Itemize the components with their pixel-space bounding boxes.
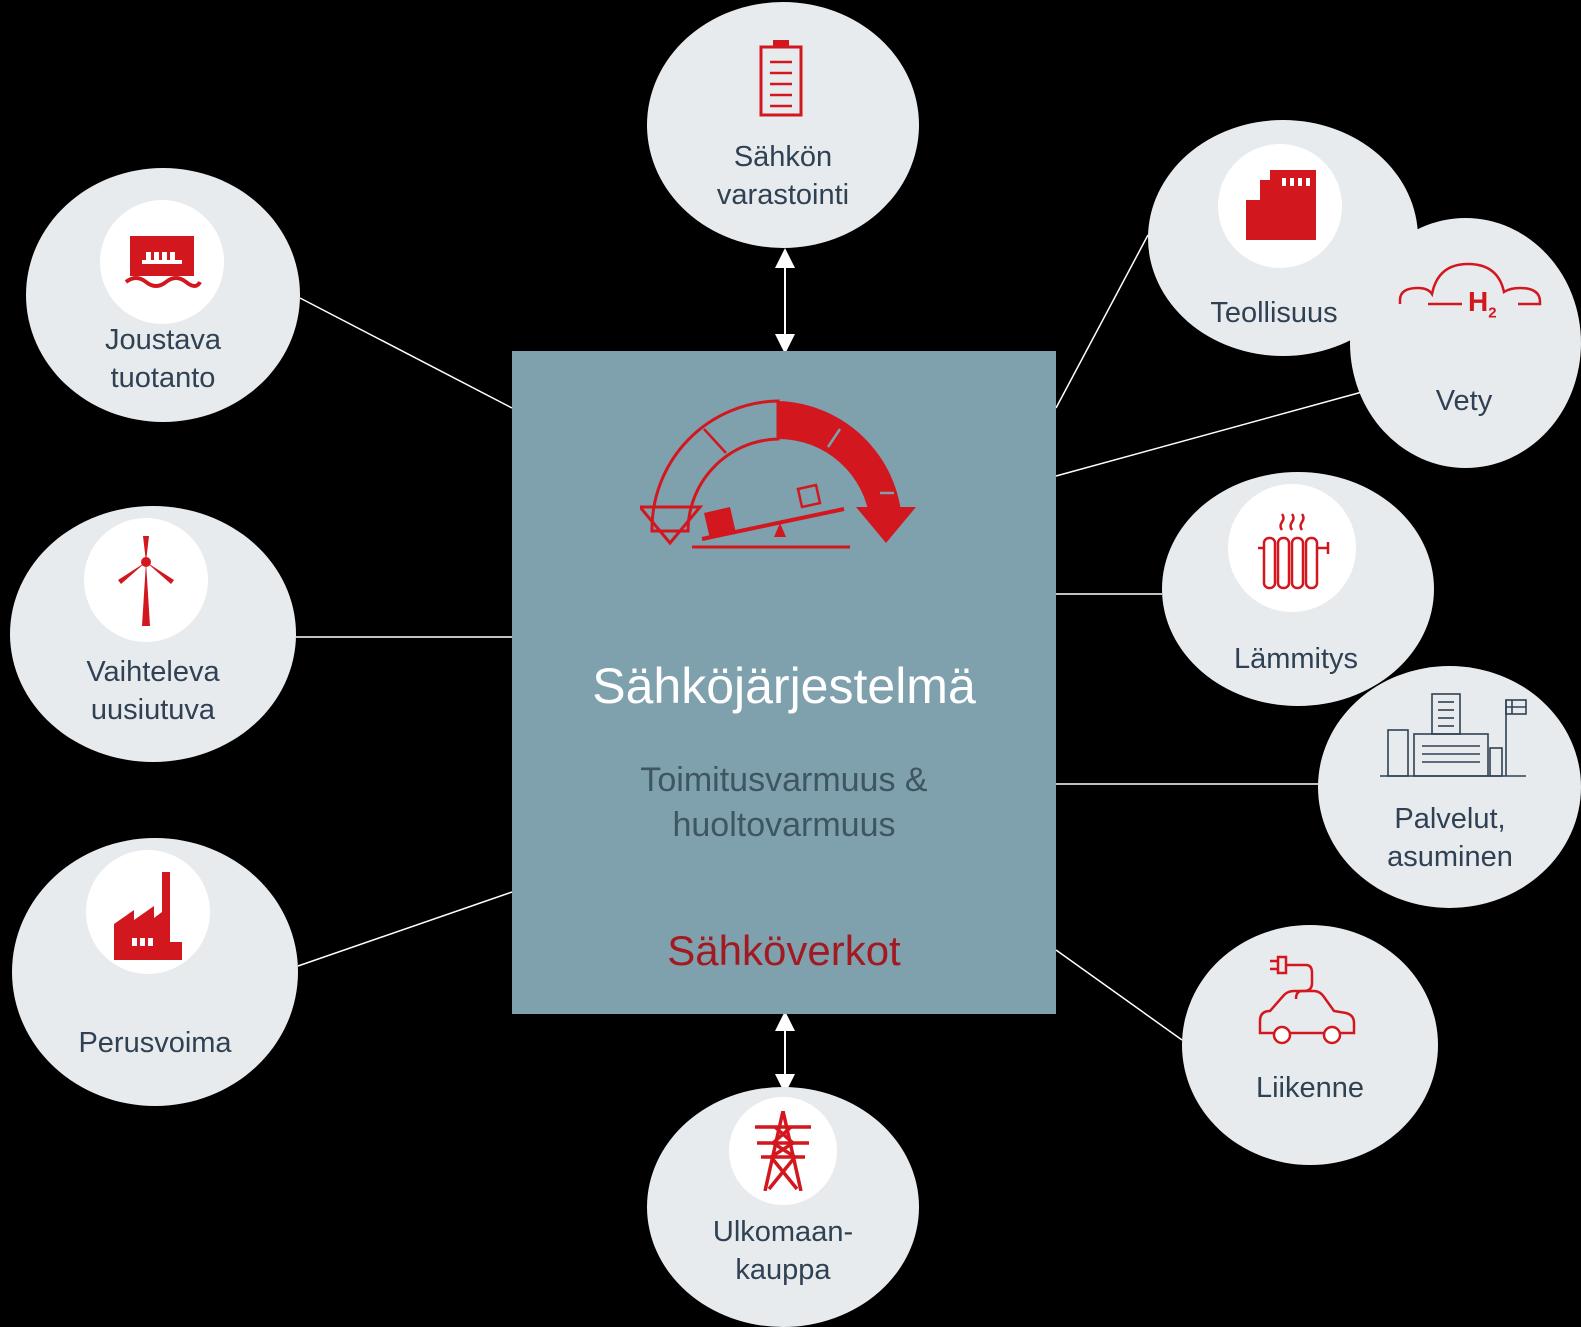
connector-hydrogen <box>1055 391 1363 477</box>
transmission-tower-icon <box>751 1111 815 1191</box>
node-industry-label: Teollisuus <box>1210 297 1338 329</box>
node-trade-label: Ulkomaan- kauppa <box>712 1216 854 1286</box>
battery-icon <box>757 38 805 118</box>
node-industry: Teollisuus <box>1148 120 1418 356</box>
node-heating-label: Lämmitys <box>1233 643 1359 675</box>
hydro-plant-icon <box>122 222 202 302</box>
electric-car-icon <box>1254 955 1364 1055</box>
node-baseload: Perusvoima <box>12 838 298 1106</box>
center-subtitle: Toimitusvarmuus & huoltovarmuus <box>640 761 928 844</box>
center-title: Sähköjärjestelmä <box>592 658 976 714</box>
balance-gauge-icon <box>640 389 916 553</box>
wind-turbine-icon <box>112 536 180 630</box>
power-system-box: Sähköjärjestelmä Toimitusvarmuus & huolt… <box>512 351 1056 1014</box>
icon-badge <box>86 850 210 974</box>
icon-badge <box>84 518 208 642</box>
node-transport-label: Liikenne <box>1255 1072 1365 1104</box>
connector-industry <box>1055 234 1149 409</box>
hydrogen-symbol: H2 <box>1468 286 1497 322</box>
icon-badge <box>1228 484 1356 612</box>
node-heating: Lämmitys <box>1162 472 1434 706</box>
node-services-label: Palvelut, asuminen <box>1387 803 1513 873</box>
node-services: Palvelut, asuminen <box>1318 666 1581 908</box>
node-storage-label: Sähkön varastointi <box>716 141 850 211</box>
hydrogen-cloud-icon <box>1398 244 1546 324</box>
icon-badge <box>729 1097 837 1205</box>
node-transport: Liikenne <box>1182 925 1438 1165</box>
power-plant-icon <box>112 872 184 960</box>
center-footer: Sähköverkot <box>667 927 901 974</box>
node-baseload-label: Perusvoima <box>78 1027 232 1059</box>
icon-badge <box>100 200 224 324</box>
node-variable: Vaihteleva uusiutuva <box>10 506 296 762</box>
radiator-icon <box>1256 512 1332 592</box>
node-hydrogen: H2 Vety <box>1350 218 1581 468</box>
factory-icon <box>1242 166 1318 242</box>
buildings-icon <box>1378 692 1528 784</box>
icon-badge <box>1218 144 1342 268</box>
connector-baseload <box>297 891 513 967</box>
node-trade: Ulkomaan- kauppa <box>647 1087 919 1327</box>
node-flexible-label: Joustava tuotanto <box>104 324 222 394</box>
node-variable-label: Vaihteleva uusiutuva <box>86 656 220 726</box>
node-storage: Sähkön varastointi <box>647 2 919 248</box>
connector-flexible <box>299 297 513 409</box>
connector-transport <box>1055 949 1183 1041</box>
node-flexible: Joustava tuotanto <box>26 168 300 422</box>
node-hydrogen-label: Vety <box>1435 385 1493 417</box>
